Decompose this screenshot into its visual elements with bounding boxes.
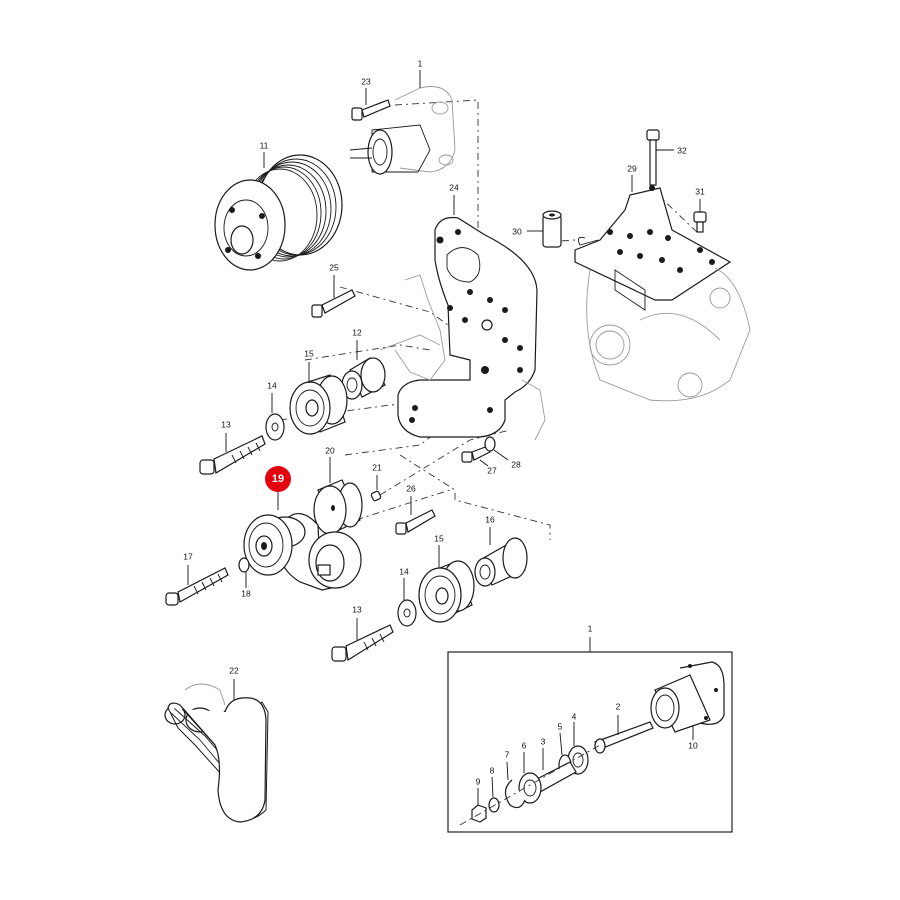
callout-14-mid: 14 [399, 566, 409, 576]
part-32-bolt [646, 129, 674, 186]
part-12-spacer [341, 340, 386, 400]
callout-2: 2 [616, 701, 621, 711]
callout-1-top: 1 [418, 58, 423, 68]
inset-part-8-washer [488, 776, 500, 813]
part-14-washer-upper [265, 393, 285, 441]
part-17-bolt [165, 565, 229, 606]
part-1-housing [349, 70, 456, 175]
part-31-bolt [693, 199, 707, 233]
callout-21: 21 [372, 462, 382, 472]
engine-block-ghost [379, 274, 546, 441]
part-14-washer-lower [397, 578, 417, 627]
callout-3: 3 [541, 736, 546, 746]
inset-part-6-bearing [518, 752, 542, 804]
callout-31: 31 [695, 186, 705, 196]
part-11-grooved-pulley [214, 152, 343, 271]
callout-20: 20 [325, 445, 335, 455]
callout-4: 4 [572, 711, 577, 721]
callout-17: 17 [183, 551, 193, 561]
callout-labels: 1 23 11 24 25 12 15 14 13 29 32 30 31 20… [183, 58, 705, 786]
callout-13-top: 13 [221, 419, 231, 429]
callout-22: 22 [229, 665, 239, 675]
part-22-poly-v-belt [164, 679, 269, 823]
callout-7: 7 [505, 749, 510, 759]
part-21-pin [370, 475, 382, 502]
part-13-bolt-lower [331, 618, 394, 662]
callout-1-inset: 1 [588, 623, 593, 633]
callout-29: 29 [627, 163, 637, 173]
callout-16: 16 [485, 514, 495, 524]
callout-10: 10 [688, 740, 698, 750]
part-19-belt-tensioner [243, 488, 362, 591]
part-23-bolt [351, 88, 391, 121]
part-16-spacer [474, 527, 528, 587]
inset-part-9-nut [471, 788, 487, 823]
callout-11: 11 [260, 140, 269, 150]
callout-12: 12 [352, 327, 362, 337]
part-24-bracket-plate [397, 195, 538, 438]
part-20-pulley [313, 457, 363, 535]
callout-19-label: 19 [272, 473, 284, 485]
part-13-bolt-upper [199, 433, 266, 475]
part-15-idler-pulley-upper [289, 362, 348, 435]
callout-24: 24 [449, 182, 459, 192]
callout-30: 30 [512, 226, 522, 236]
part-15-idler-pulley-lower [418, 545, 475, 623]
callout-5: 5 [558, 721, 563, 731]
inset-part-10-housing [650, 661, 725, 740]
callout-19-badge[interactable] [265, 466, 291, 492]
part-18-washer [238, 557, 250, 588]
callout-8: 8 [490, 765, 495, 775]
callout-23: 23 [361, 76, 371, 86]
callout-9: 9 [476, 776, 481, 786]
part-29-right-bracket [574, 175, 732, 311]
inset-detail-part-1 [447, 637, 733, 833]
callout-14-top: 14 [267, 380, 277, 390]
callout-28: 28 [511, 459, 521, 469]
callout-13-mid: 13 [352, 604, 362, 614]
callout-15-top: 15 [304, 348, 314, 358]
callout-15-mid: 15 [434, 533, 444, 543]
callout-32: 32 [677, 145, 687, 155]
highlighted-part-19-callout[interactable]: 19 [265, 466, 291, 492]
engine-block-ghost-right [586, 267, 751, 402]
callout-26: 26 [406, 483, 416, 493]
callout-6: 6 [522, 740, 527, 750]
callout-18: 18 [241, 588, 251, 598]
part-25-bolt [311, 275, 356, 318]
callout-25: 25 [329, 262, 339, 272]
part-28-washer [484, 436, 509, 461]
callout-27: 27 [487, 465, 497, 475]
part-27-bolt [461, 445, 491, 467]
part-26-bolt [395, 496, 436, 535]
inset-part-2-shaft [594, 715, 654, 754]
part-30-spacer [527, 210, 562, 248]
